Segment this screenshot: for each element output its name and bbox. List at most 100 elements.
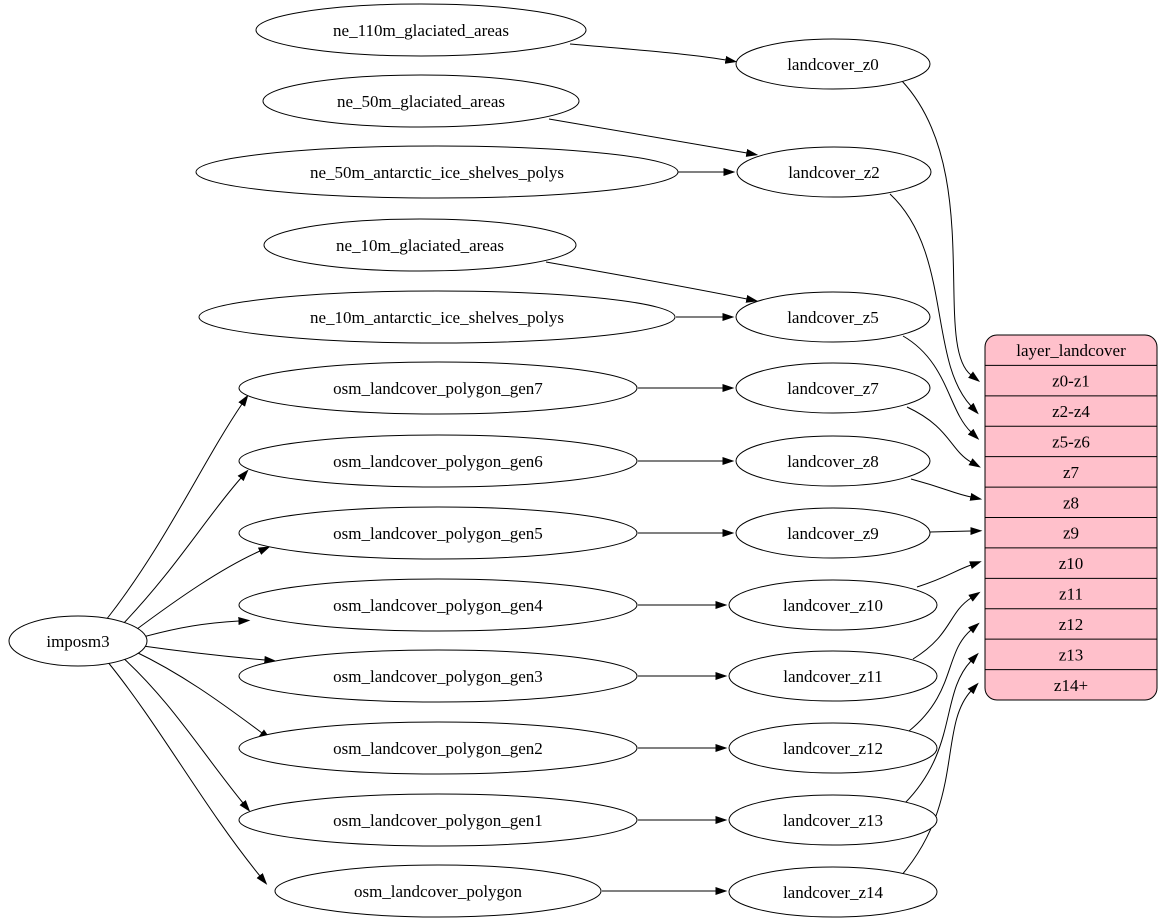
edge-imposm3--osm_landcover_polygon_gen5 — [132, 546, 271, 633]
node-ellipse-landcover_z2 — [736, 146, 932, 198]
table-row-label: z12 — [1059, 615, 1084, 634]
node-osm_landcover_polygon_gen6: osm_landcover_polygon_gen6 — [238, 434, 638, 488]
node-ellipse-landcover_z10 — [728, 579, 938, 631]
edge-imposm3--osm_landcover_polygon_gen6 — [120, 469, 249, 627]
node-ellipse-landcover_z13 — [728, 794, 938, 846]
node-landcover_z5: landcover_z5 — [735, 291, 931, 343]
node-label-osm_landcover_polygon: osm_landcover_polygon — [354, 882, 523, 901]
node-label-landcover_z13: landcover_z13 — [783, 811, 883, 830]
edge-ne_110m_glaciated_areas--landcover_z0 — [569, 43, 738, 64]
table-row-label: z9 — [1063, 524, 1079, 543]
node-label-landcover_z0: landcover_z0 — [787, 55, 879, 74]
node-ellipse-osm_landcover_polygon_gen4 — [238, 578, 638, 632]
edge-landcover_z13--row-z13 — [904, 652, 979, 804]
node-landcover_z8: landcover_z8 — [735, 435, 931, 487]
edge-ne_10m_glaciated_areas--landcover_z5 — [545, 261, 759, 303]
node-label-landcover_z5: landcover_z5 — [787, 308, 879, 327]
node-label-ne_10m_glaciated_areas: ne_10m_glaciated_areas — [336, 236, 504, 255]
node-ellipse-landcover_z8 — [735, 435, 931, 487]
node-ellipse-ne_50m_antarctic_ice_shelves_polys — [195, 145, 679, 199]
node-osm_landcover_polygon_gen1: osm_landcover_polygon_gen1 — [238, 793, 638, 847]
node-ellipse-landcover_z11 — [728, 650, 938, 702]
edge-landcover_z5--row-z5-z6 — [902, 335, 980, 440]
node-label-landcover_z2: landcover_z2 — [788, 163, 880, 182]
node-imposm3: imposm3 — [8, 615, 148, 667]
node-ellipse-osm_landcover_polygon_gen3 — [238, 649, 638, 703]
node-osm_landcover_polygon_gen2: osm_landcover_polygon_gen2 — [238, 721, 638, 775]
node-ellipse-osm_landcover_polygon_gen1 — [238, 793, 638, 847]
node-ellipse-osm_landcover_polygon — [274, 864, 602, 918]
node-ellipse-osm_landcover_polygon_gen5 — [238, 506, 638, 560]
edge-landcover_z11--row-z11 — [912, 591, 981, 660]
edge-imposm3--osm_landcover_polygon_gen7 — [105, 394, 249, 621]
edge-landcover_z2--row-z2-z4 — [889, 193, 979, 415]
node-osm_landcover_polygon: osm_landcover_polygon — [274, 864, 602, 918]
edge-imposm3--osm_landcover_polygon_gen3 — [142, 645, 277, 664]
node-osm_landcover_polygon_gen7: osm_landcover_polygon_gen7 — [238, 361, 638, 415]
node-ellipse-ne_110m_glaciated_areas — [255, 3, 587, 57]
node-ellipse-ne_50m_glaciated_areas — [262, 74, 580, 128]
table-layer_landcover: layer_landcover z0-z1 z2-z4 z5-z6 z7 z8 z9 z10 z… — [984, 334, 1158, 701]
node-ellipse-landcover_z0 — [735, 38, 931, 90]
edge-landcover_z14--row-z14plus — [900, 682, 979, 877]
node-label-ne_50m_glaciated_areas: ne_50m_glaciated_areas — [337, 92, 505, 111]
node-label-ne_10m_antarctic_ice_shelves_polys: ne_10m_antarctic_ice_shelves_polys — [310, 308, 564, 327]
node-landcover_z2: landcover_z2 — [736, 146, 932, 198]
node-label-ne_50m_antarctic_ice_shelves_polys: ne_50m_antarctic_ice_shelves_polys — [310, 163, 564, 182]
node-landcover_z10: landcover_z10 — [728, 579, 938, 631]
edge-imposm3--osm_landcover_polygon_gen2 — [133, 650, 272, 740]
node-label-landcover_z12: landcover_z12 — [783, 739, 883, 758]
node-ellipse-landcover_z12 — [728, 722, 938, 774]
node-label-osm_landcover_polygon_gen7: osm_landcover_polygon_gen7 — [333, 379, 543, 398]
node-label-osm_landcover_polygon_gen6: osm_landcover_polygon_gen6 — [333, 452, 543, 471]
node-label-osm_landcover_polygon_gen5: osm_landcover_polygon_gen5 — [333, 524, 543, 543]
node-landcover_z13: landcover_z13 — [728, 794, 938, 846]
node-landcover_z11: landcover_z11 — [728, 650, 938, 702]
node-label-landcover_z10: landcover_z10 — [783, 596, 883, 615]
node-label-landcover_z8: landcover_z8 — [787, 452, 879, 471]
node-ne_50m_antarctic_ice_shelves_polys: ne_50m_antarctic_ice_shelves_polys — [195, 145, 679, 199]
node-ellipse-osm_landcover_polygon_gen6 — [238, 434, 638, 488]
edge-landcover_z7--row-z7 — [906, 406, 981, 468]
node-label-ne_110m_glaciated_areas: ne_110m_glaciated_areas — [333, 21, 509, 40]
table-title: layer_landcover — [1016, 341, 1126, 360]
node-ne_10m_antarctic_ice_shelves_polys: ne_10m_antarctic_ice_shelves_polys — [198, 290, 676, 344]
edge-landcover_z8--row-z8 — [910, 478, 983, 501]
node-label-osm_landcover_polygon_gen1: osm_landcover_polygon_gen1 — [333, 811, 543, 830]
node-label-landcover_z11: landcover_z11 — [783, 667, 882, 686]
node-ellipse-ne_10m_glaciated_areas — [263, 218, 577, 272]
node-landcover_z7: landcover_z7 — [735, 362, 931, 414]
edge-landcover_z10--row-z10 — [916, 561, 982, 588]
edge-landcover_z9--row-z9 — [929, 527, 983, 536]
table-row-label: z13 — [1059, 645, 1084, 664]
node-label-osm_landcover_polygon_gen3: osm_landcover_polygon_gen3 — [333, 667, 543, 686]
table-row-label: z8 — [1063, 493, 1079, 512]
node-label-osm_landcover_polygon_gen4: osm_landcover_polygon_gen4 — [333, 596, 543, 615]
node-ellipse-ne_10m_antarctic_ice_shelves_polys — [198, 290, 676, 344]
table-row-label: z10 — [1059, 554, 1084, 573]
edge-imposm3--osm_landcover_polygon_gen1 — [120, 655, 251, 812]
node-ellipse-landcover_z7 — [735, 362, 931, 414]
table-row-label: z11 — [1059, 585, 1083, 604]
edge-ne_50m_glaciated_areas--landcover_z2 — [548, 118, 759, 157]
table-row-label: z0-z1 — [1052, 372, 1090, 391]
node-ellipse-landcover_z14 — [728, 866, 938, 918]
edge-landcover_z12--row-z12 — [908, 622, 980, 732]
table-row-label: z2-z4 — [1052, 402, 1090, 421]
node-ne_110m_glaciated_areas: ne_110m_glaciated_areas — [255, 3, 587, 57]
node-osm_landcover_polygon_gen3: osm_landcover_polygon_gen3 — [238, 649, 638, 703]
table-row-label: z14+ — [1054, 676, 1088, 695]
node-osm_landcover_polygon_gen5: osm_landcover_polygon_gen5 — [238, 506, 638, 560]
node-label-landcover_z7: landcover_z7 — [787, 379, 879, 398]
table-row-label: z5-z6 — [1052, 432, 1090, 451]
node-label-osm_landcover_polygon_gen2: osm_landcover_polygon_gen2 — [333, 739, 543, 758]
table-row-label: z7 — [1063, 463, 1080, 482]
edge-imposm3--osm_landcover_polygon_gen4 — [142, 617, 251, 638]
node-ne_10m_glaciated_areas: ne_10m_glaciated_areas — [263, 218, 577, 272]
node-osm_landcover_polygon_gen4: osm_landcover_polygon_gen4 — [238, 578, 638, 632]
node-ellipse-osm_landcover_polygon_gen7 — [238, 361, 638, 415]
node-ellipse-osm_landcover_polygon_gen2 — [238, 721, 638, 775]
node-ellipse-landcover_z5 — [735, 291, 931, 343]
